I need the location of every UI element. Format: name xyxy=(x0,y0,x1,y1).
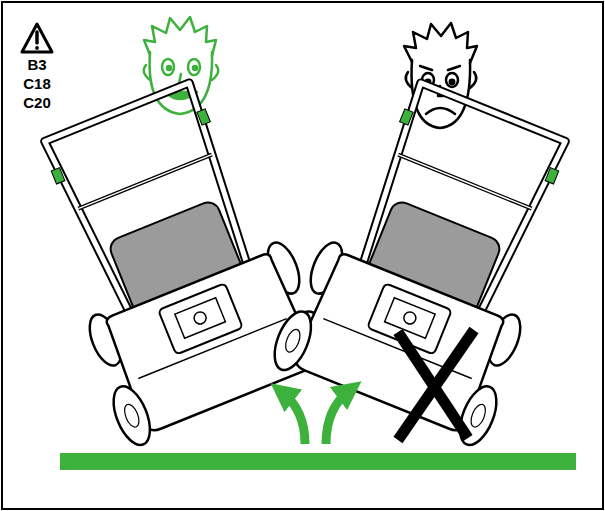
warning-code: C18 xyxy=(12,75,62,93)
tilt-arrow xyxy=(326,390,350,444)
ground-bar xyxy=(60,453,576,470)
warning-symbol xyxy=(22,24,52,52)
cross-mark xyxy=(398,330,474,440)
warning-code: B3 xyxy=(12,56,62,74)
warning-code: C20 xyxy=(12,94,62,112)
tilt-arrow xyxy=(282,392,305,444)
lawnmower-wrong xyxy=(267,69,599,450)
lawnmower-correct xyxy=(10,69,342,450)
